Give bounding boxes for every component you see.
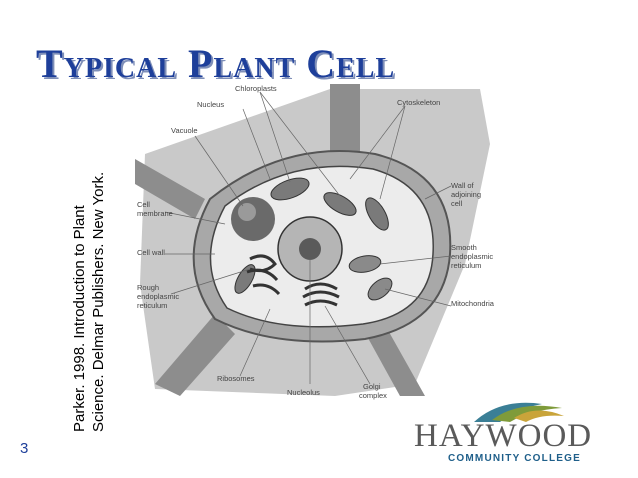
label-cell-membrane-2: membrane	[137, 209, 173, 218]
vacuole-highlight	[238, 203, 256, 221]
nucleolus-shape	[299, 238, 321, 260]
label-ribosomes: Ribosomes	[217, 374, 255, 383]
citation: Parker. 1998. Introduction to Plant Scie…	[70, 112, 108, 432]
label-smooth-er-1: Smooth	[451, 243, 477, 252]
label-nucleus-top: Nucleus	[197, 100, 224, 109]
vacuole-shape	[231, 197, 275, 241]
mitochondrion-2	[348, 255, 382, 273]
label-golgi-1: Golgi	[363, 382, 381, 391]
logo-subtitle: COMMUNITY COLLEGE	[448, 453, 581, 464]
label-wall-adjoining-1: Wall of	[451, 181, 475, 190]
label-mitochondria: Mitochondria	[451, 299, 495, 308]
chloroplast-2	[323, 192, 357, 216]
label-smooth-er-2: endoplasmic	[451, 252, 493, 261]
golgi-shape	[302, 282, 340, 307]
leader-lines	[164, 91, 452, 385]
label-rough-er-1: Rough	[137, 283, 159, 292]
label-cytoskeleton: Cytoskeleton	[397, 98, 440, 107]
label-wall-adjoining-2: adjoining	[451, 190, 481, 199]
label-rough-er-3: reticulum	[137, 301, 167, 310]
adjoining-wall-left	[135, 159, 205, 219]
adjoining-wall-bottom-left	[155, 314, 235, 396]
citation-line-1: Parker. 1998. Introduction to Plant	[71, 205, 88, 432]
plant-cell-diagram: Chloroplasts Nucleus Cytoskeleton Vacuol…	[135, 84, 495, 400]
label-wall-adjoining-3: cell	[451, 199, 463, 208]
slide-number: 3	[20, 440, 29, 457]
label-nucleolus: Nucleolus	[287, 388, 320, 397]
label-smooth-er-3: reticulum	[451, 261, 481, 270]
leaf-emblem-icon	[474, 402, 564, 422]
label-golgi-2: complex	[359, 391, 387, 400]
chloroplast-3	[365, 197, 389, 231]
mitochondrion-1	[367, 277, 393, 301]
label-vacuole: Vacuole	[171, 126, 198, 135]
slide-title: Typical Plant Cell	[36, 41, 396, 86]
rough-er-shape	[246, 254, 281, 296]
citation-line-2: Science. Delmar Publishers. New York.	[90, 171, 107, 432]
chloroplast-1	[270, 177, 310, 201]
logo-name: HAYWOOD	[414, 418, 593, 454]
label-cell-wall: Cell wall	[137, 248, 165, 257]
haywood-logo: HAYWOOD COMMUNITY COLLEGE	[408, 396, 626, 468]
label-cell-membrane-1: Cell	[137, 200, 150, 209]
label-chloroplasts: Chloroplasts	[235, 84, 277, 93]
label-rough-er-2: endoplasmic	[137, 292, 179, 301]
